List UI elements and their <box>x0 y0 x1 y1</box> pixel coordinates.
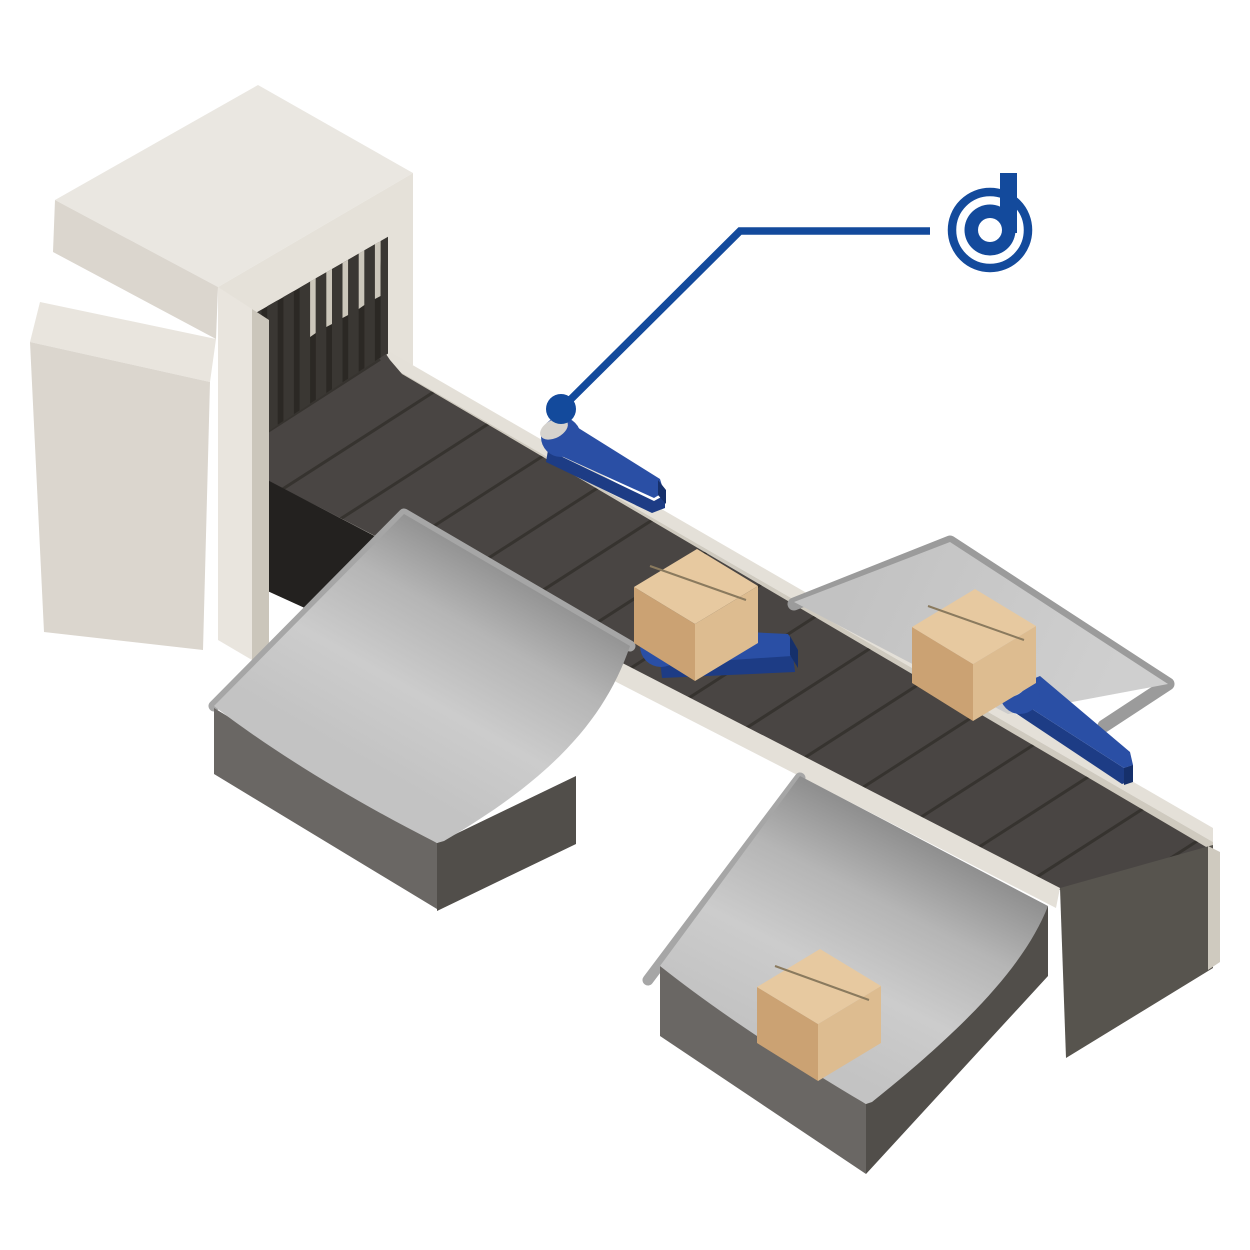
parcel-box-ramp <box>912 589 1036 721</box>
left-chute-base-front <box>437 776 576 911</box>
conveyor-end-face <box>1060 845 1213 1058</box>
callout <box>546 173 1033 424</box>
machine-lower-top-band <box>30 302 216 382</box>
pillar-side-band <box>252 309 269 670</box>
machine-left-face <box>53 200 218 339</box>
arm3-end-cap <box>1124 765 1133 785</box>
arm2-end-cap <box>790 636 798 668</box>
arm1-end-cap <box>658 480 666 504</box>
callout-dot <box>546 394 576 424</box>
arm1-side-face <box>546 450 665 513</box>
front-chute-base-left <box>660 966 866 1174</box>
parcel-box-belt <box>634 549 758 681</box>
machine-top-face <box>55 85 413 287</box>
callout-line <box>558 227 930 412</box>
conveyor-end-rim <box>1208 846 1220 970</box>
diverter-arm-1 <box>540 417 666 513</box>
d-mark-icon <box>947 173 1033 273</box>
left-chute <box>208 508 636 911</box>
arm3-side-face <box>1014 700 1133 784</box>
left-chute-base-left <box>214 708 437 909</box>
machine-lower-left-face <box>30 342 210 650</box>
machine-front-pillar <box>218 287 269 670</box>
d-mark-counter <box>978 218 1002 242</box>
d-mark-outer-ring <box>947 187 1033 273</box>
curtain-strips <box>251 236 388 444</box>
arm3-top-face <box>1018 676 1133 768</box>
parcel-box-chute <box>757 949 881 1081</box>
back-rail-side <box>390 366 1213 851</box>
pillar-face <box>218 287 252 660</box>
left-chute-slide-surface <box>214 514 630 843</box>
